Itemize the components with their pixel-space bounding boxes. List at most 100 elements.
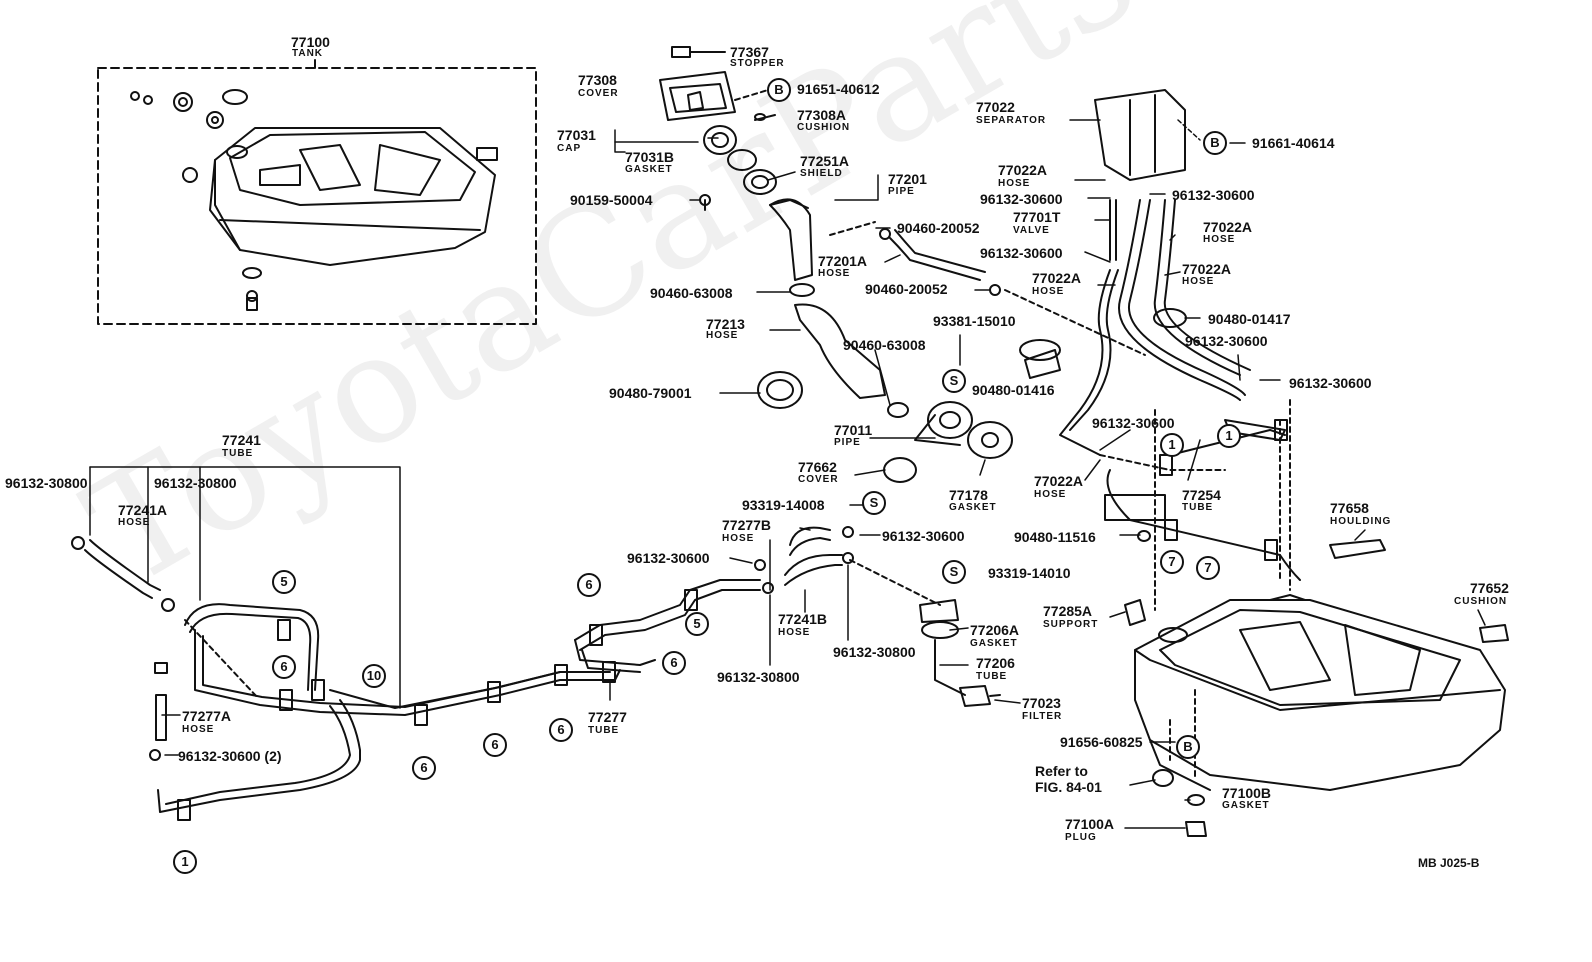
filler-neck-parts <box>659 46 1061 483</box>
separator-assembly <box>1019 89 1301 611</box>
part-label[interactable]: 96132-30600 <box>1185 333 1268 349</box>
bolt-icons-small <box>130 89 498 311</box>
part-label[interactable]: 77100B <box>1222 785 1272 801</box>
part-label[interactable]: 90460-20052 <box>865 281 948 297</box>
part-label[interactable]: 77241B <box>778 611 828 627</box>
part-label[interactable]: 96132-30600 <box>627 550 710 566</box>
part-label[interactable]: 96132-30600 <box>882 528 965 544</box>
part-sublabel: HOSE <box>998 178 1031 189</box>
part-label[interactable]: 77031B <box>625 149 675 165</box>
part-label[interactable]: 96132-30600 <box>1172 187 1255 203</box>
part-sublabel: GASKET <box>1222 800 1270 811</box>
part-label[interactable]: 77022A <box>1182 261 1232 277</box>
part-sublabel: PIPE <box>834 437 861 448</box>
part-label[interactable]: 77254 <box>1182 487 1221 503</box>
part-label[interactable]: 77277B <box>722 517 772 533</box>
reference-line1: Refer to <box>1035 763 1088 779</box>
part-label[interactable]: 91656-60825 <box>1060 734 1143 750</box>
part-label[interactable]: 77662 <box>798 459 837 475</box>
part-label[interactable]: 77022A <box>998 162 1048 178</box>
part-sublabel: VALVE <box>1013 225 1050 236</box>
part-label[interactable]: 77206 <box>976 655 1015 671</box>
part-label[interactable]: 90460-20052 <box>897 220 980 236</box>
part-label[interactable]: 96132-30800 <box>5 475 88 491</box>
part-label[interactable]: 93319-14010 <box>988 565 1071 581</box>
part-sublabel: PLUG <box>1065 832 1097 843</box>
part-label[interactable]: 77308A <box>797 107 847 123</box>
part-label[interactable]: 90480-01417 <box>1208 311 1291 327</box>
part-label[interactable]: 77022A <box>1034 473 1084 489</box>
part-label[interactable]: 90460-63008 <box>650 285 733 301</box>
part-label[interactable]: 77652 <box>1470 580 1509 596</box>
part-label[interactable]: 90159-50004 <box>570 192 653 208</box>
part-label[interactable]: 77201 <box>888 171 927 187</box>
part-label[interactable]: 91661-40614 <box>1252 135 1335 151</box>
part-label[interactable]: 90480-01416 <box>972 382 1055 398</box>
part-label[interactable]: 77277 <box>588 709 627 725</box>
part-label[interactable]: 96132-30600 <box>980 245 1063 261</box>
part-label[interactable]: 77022A <box>1032 270 1082 286</box>
part-label[interactable]: 77213 <box>706 316 745 332</box>
part-sublabel: GASKET <box>949 502 997 513</box>
part-label[interactable]: 77100A <box>1065 816 1115 832</box>
part-label[interactable]: 77308 <box>578 72 617 88</box>
part-label[interactable]: 96132-30800 <box>717 669 800 685</box>
marker-6: 6 <box>412 756 436 780</box>
marker-7: 7 <box>1160 550 1184 574</box>
part-sublabel: STOPPER <box>730 58 785 69</box>
fuel-tubes <box>71 536 761 813</box>
part-label[interactable]: 96132-30800 <box>154 475 237 491</box>
part-label[interactable]: 96132-30600 <box>1092 415 1175 431</box>
part-sublabel: TUBE <box>222 448 254 459</box>
part-label[interactable]: 77011 <box>834 422 873 438</box>
part-label[interactable]: 77701T <box>1013 209 1061 225</box>
marker-10: 10 <box>362 664 386 688</box>
part-sublabel: SUPPORT <box>1043 619 1099 630</box>
part-label[interactable]: 90480-79001 <box>609 385 692 401</box>
part-sublabel: FILTER <box>1022 711 1063 722</box>
part-sublabel: HOSE <box>778 627 811 638</box>
part-sublabel: HOSE <box>1203 234 1236 245</box>
marker-6: 6 <box>272 655 296 679</box>
part-label[interactable]: 77241A <box>118 502 168 518</box>
part-sublabel: HOSE <box>1182 276 1215 287</box>
part-label[interactable]: 91651-40612 <box>797 81 880 97</box>
part-sublabel: GASKET <box>625 164 673 175</box>
part-label[interactable]: 77658 <box>1330 500 1369 516</box>
part-sublabel: TUBE <box>588 725 620 736</box>
part-label[interactable]: 77201A <box>818 253 868 269</box>
part-label[interactable]: 77251A <box>800 153 850 169</box>
part-sublabel: HOSE <box>818 268 851 279</box>
part-label[interactable]: 96132-30600 <box>1289 375 1372 391</box>
part-label[interactable]: 77022 <box>976 99 1015 115</box>
part-label[interactable]: 96132-30600 (2) <box>178 748 282 764</box>
part-label[interactable]: 90480-11516 <box>1014 529 1096 545</box>
reference-line2[interactable]: FIG. 84-01 <box>1035 779 1102 795</box>
part-label[interactable]: 77241 <box>222 432 261 448</box>
part-sublabel: COVER <box>798 474 839 485</box>
part-sublabel: COVER <box>578 88 619 99</box>
part-label[interactable]: 93319-14008 <box>742 497 825 513</box>
part-label[interactable]: 77277A <box>182 708 232 724</box>
part-label[interactable]: 96132-30600 <box>980 191 1063 207</box>
part-label[interactable]: 90460-63008 <box>843 337 926 353</box>
part-label[interactable]: 77031 <box>557 127 596 143</box>
dashed-leader-2 <box>1004 289 1146 356</box>
part-label[interactable]: 77100 <box>291 34 330 50</box>
part-label[interactable]: 77206A <box>970 622 1020 638</box>
part-label[interactable]: 77285A <box>1043 603 1093 619</box>
part-label[interactable]: 77367 <box>730 44 769 60</box>
part-label[interactable]: 77178 <box>949 487 988 503</box>
hose-connectors <box>754 526 854 594</box>
part-sublabel: CUSHION <box>1454 596 1508 607</box>
part-label[interactable]: 77022A <box>1203 219 1253 235</box>
part-label[interactable]: 96132-30800 <box>833 644 916 660</box>
part-label[interactable]: 93381-15010 <box>933 313 1016 329</box>
part-label[interactable]: 77023 <box>1022 695 1061 711</box>
part-sublabel: HOSE <box>182 724 215 735</box>
marker-6: 6 <box>483 733 507 757</box>
part-sublabel: TUBE <box>976 671 1008 682</box>
marker-6: 6 <box>662 651 686 675</box>
part-sublabel: GASKET <box>970 638 1018 649</box>
